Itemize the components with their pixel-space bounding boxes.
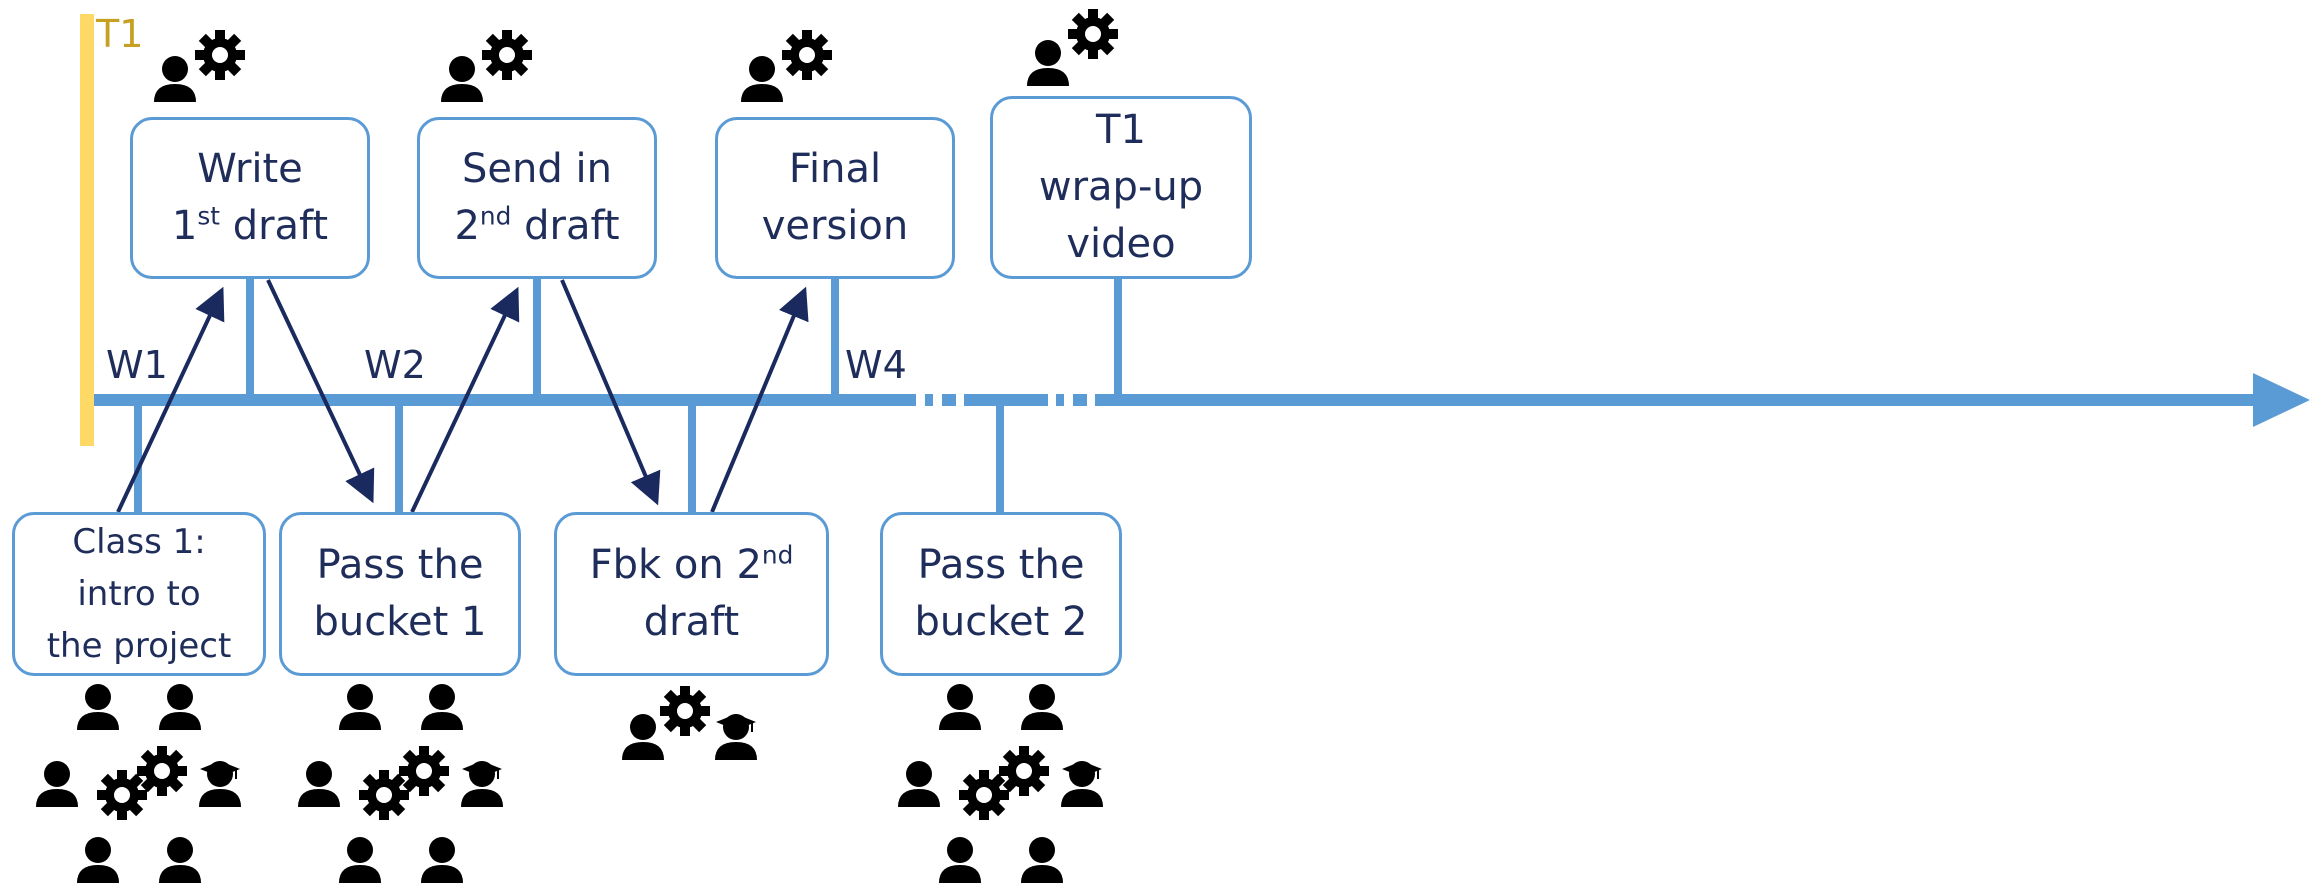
task-line: bucket 2 xyxy=(914,599,1088,645)
task-line: Fbk on 2nd xyxy=(589,540,794,588)
person-with-gear-icon xyxy=(441,30,532,102)
task-line: Final xyxy=(788,146,882,192)
task-line: Class 1: xyxy=(72,522,206,562)
task-line: 1st draft xyxy=(171,201,329,249)
week-label-w1: W1 xyxy=(106,343,168,387)
task-line: intro to xyxy=(77,574,201,614)
timeline-axis xyxy=(94,373,2310,427)
task-line: 2nd draft xyxy=(454,201,620,249)
group-with-gears-and-teacher-icon xyxy=(898,684,1103,883)
term-start-bar xyxy=(80,14,94,446)
week-label-w4: W4 xyxy=(845,343,907,387)
task-line: version xyxy=(761,203,909,249)
group-with-gears-and-teacher-icon xyxy=(298,684,503,883)
task-final-version: Final version xyxy=(715,117,955,279)
task-line: Pass the xyxy=(316,542,484,588)
task-line: draft xyxy=(643,599,740,645)
task-line: Send in xyxy=(462,146,612,192)
term-label: T1 xyxy=(96,12,144,56)
task-line: the project xyxy=(46,626,232,666)
flow-arrows xyxy=(116,279,809,513)
task-line: wrap-up xyxy=(1038,164,1204,210)
task-line: Write xyxy=(197,146,303,192)
task-feedback-second-draft: Fbk on 2nd draft xyxy=(554,512,829,676)
task-pass-the-bucket-2: Pass the bucket 2 xyxy=(880,512,1122,676)
task-write-first-draft: Write 1st draft xyxy=(130,117,370,279)
task-line: Pass the xyxy=(917,542,1085,588)
task-class-1: Class 1: intro to the project xyxy=(12,512,266,676)
person-with-gear-icon xyxy=(1027,9,1118,86)
week-label-w2: W2 xyxy=(364,343,426,387)
person-with-gear-icon xyxy=(741,30,832,102)
task-send-second-draft: Send in 2nd draft xyxy=(417,117,657,279)
task-pass-the-bucket-1: Pass the bucket 1 xyxy=(279,512,521,676)
person-with-gear-icon xyxy=(154,30,245,102)
task-wrap-up-video: T1 wrap-up video xyxy=(990,96,1252,279)
timeline-stems xyxy=(134,278,1122,514)
group-with-gears-and-teacher-icon xyxy=(36,684,241,883)
timeline-arrowhead xyxy=(2253,373,2310,427)
task-line: T1 xyxy=(1096,107,1146,153)
task-line: bucket 1 xyxy=(313,599,487,645)
pair-with-gear-and-teacher-icon xyxy=(622,686,757,760)
task-line: video xyxy=(1066,221,1176,267)
